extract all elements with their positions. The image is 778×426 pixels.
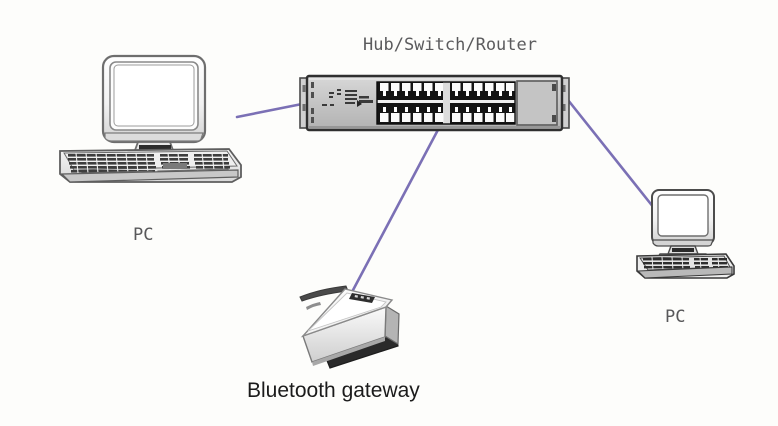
hub-switch-router-label: Hub/Switch/Router bbox=[363, 35, 537, 55]
link-switch-to-gateway bbox=[350, 124, 442, 294]
pc-right-graphic bbox=[636, 189, 735, 279]
link-switch-to-pc-right bbox=[566, 98, 656, 210]
bluetooth-gateway-graphic bbox=[299, 285, 400, 369]
switch-blank-panel bbox=[516, 80, 558, 126]
pc-left-label: PC bbox=[133, 225, 154, 245]
switch-indicator-panel bbox=[311, 82, 373, 123]
hub-switch-router-graphic bbox=[299, 74, 570, 132]
bluetooth-gateway-label: Bluetooth gateway bbox=[247, 379, 420, 402]
pc-right-label: PC bbox=[665, 307, 686, 327]
pc-left-graphic bbox=[59, 54, 242, 183]
connection-lines bbox=[235, 98, 656, 294]
switch-port-panel bbox=[376, 81, 516, 125]
link-switch-to-pc-left bbox=[235, 102, 304, 119]
